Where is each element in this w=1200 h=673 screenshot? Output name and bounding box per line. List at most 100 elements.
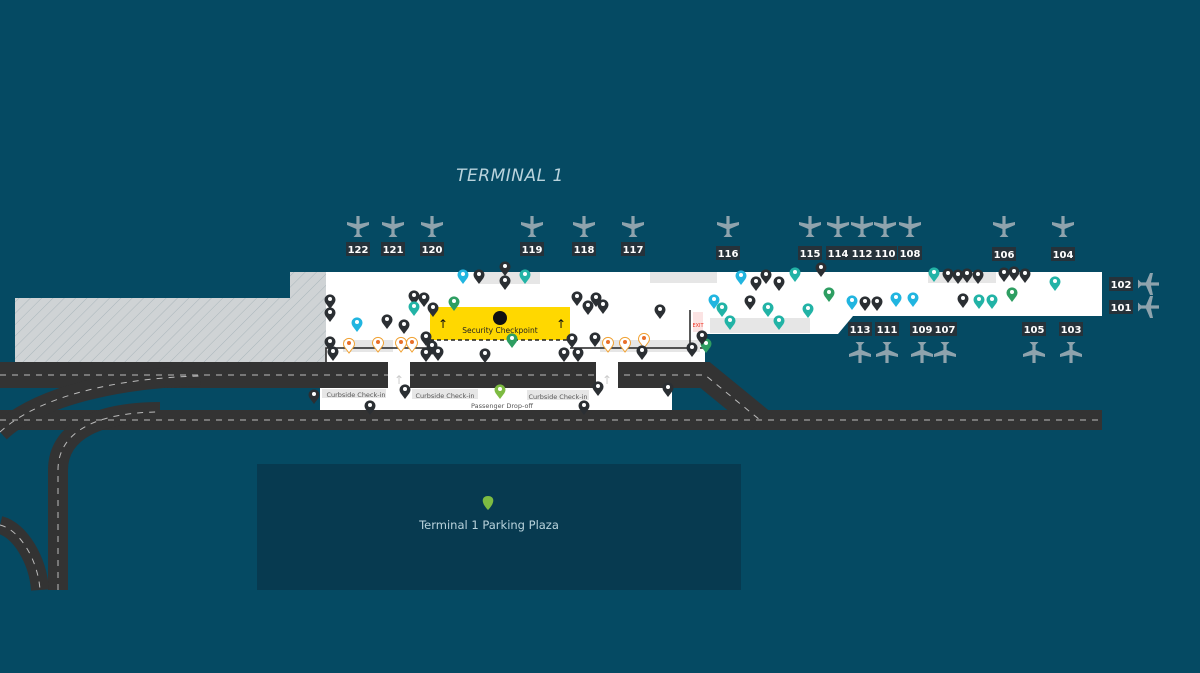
poi-pin-icon[interactable]	[1008, 266, 1020, 281]
gate-122[interactable]: 122	[346, 216, 370, 256]
poi-pin-icon[interactable]	[597, 299, 609, 314]
poi-pin-icon[interactable]	[602, 336, 614, 353]
poi-pin-icon[interactable]	[802, 303, 814, 318]
poi-pin-icon[interactable]	[928, 267, 940, 282]
poi-pin-icon[interactable]	[1049, 276, 1061, 291]
poi-pin-icon[interactable]	[324, 336, 336, 351]
poi-pin-icon[interactable]	[426, 340, 438, 355]
poi-pin-icon[interactable]	[744, 295, 756, 310]
poi-pin-icon[interactable]	[773, 276, 785, 291]
poi-pin-icon[interactable]	[427, 302, 439, 317]
poi-pin-icon[interactable]	[1019, 268, 1031, 283]
gate-104[interactable]: 104	[1051, 216, 1075, 261]
poi-pin-icon[interactable]	[420, 347, 432, 362]
poi-pin-icon[interactable]	[952, 269, 964, 284]
poi-pin-icon[interactable]	[773, 315, 785, 330]
poi-pin-icon[interactable]	[406, 336, 418, 353]
gate-117[interactable]: 117	[621, 216, 645, 256]
poi-pin-icon[interactable]	[957, 293, 969, 308]
poi-pin-icon[interactable]	[473, 269, 485, 284]
poi-pin-icon[interactable]	[571, 291, 583, 306]
poi-pin-icon[interactable]	[364, 400, 376, 415]
gate-110[interactable]: 110	[873, 216, 897, 260]
poi-pin-icon[interactable]	[1006, 287, 1018, 302]
poi-pin-icon[interactable]	[448, 296, 460, 311]
poi-pin-icon[interactable]	[972, 269, 984, 284]
poi-pin-icon[interactable]	[506, 333, 518, 348]
gate-101[interactable]: 101	[1109, 296, 1159, 318]
poi-pin-icon[interactable]	[499, 261, 511, 276]
poi-pin-icon[interactable]	[654, 304, 666, 319]
poi-pin-icon[interactable]	[372, 336, 384, 353]
poi-pin-icon[interactable]	[381, 314, 393, 329]
poi-pin-icon[interactable]	[789, 267, 801, 282]
poi-pin-icon[interactable]	[398, 319, 410, 334]
gate-103[interactable]: 103	[1059, 322, 1083, 363]
gate-105[interactable]: 105	[1022, 322, 1046, 363]
poi-pin-icon[interactable]	[494, 384, 506, 399]
poi-pin-icon[interactable]	[343, 337, 355, 354]
gate-116[interactable]: 116	[716, 216, 740, 260]
poi-pin-icon[interactable]	[457, 269, 469, 284]
poi-pin-icon[interactable]	[619, 336, 631, 353]
gate-112[interactable]: 112	[850, 216, 874, 260]
poi-pin-icon[interactable]	[308, 389, 320, 404]
poi-pin-icon[interactable]	[636, 345, 648, 360]
poi-pin-icon[interactable]	[762, 302, 774, 317]
poi-pin-icon[interactable]	[324, 307, 336, 322]
gate-106[interactable]: 106	[992, 216, 1016, 261]
poi-pin-icon[interactable]	[558, 347, 570, 362]
gate-121[interactable]: 121	[381, 216, 405, 256]
poi-pin-icon[interactable]	[408, 301, 420, 316]
gate-119[interactable]: 119	[520, 216, 544, 256]
poi-pin-icon[interactable]	[871, 296, 883, 311]
poi-pin-icon[interactable]	[942, 268, 954, 283]
poi-pin-icon[interactable]	[859, 296, 871, 311]
security-checkpoint[interactable]: ↑ ↑ Security Checkpoint	[430, 307, 570, 341]
poi-pin-icon[interactable]	[986, 294, 998, 309]
poi-pin-icon[interactable]	[815, 262, 827, 277]
poi-pin-icon[interactable]	[399, 384, 411, 399]
poi-pin-icon[interactable]	[750, 276, 762, 291]
poi-pin-icon[interactable]	[708, 294, 720, 309]
poi-pin-icon[interactable]	[395, 336, 407, 353]
poi-pin-icon[interactable]	[566, 333, 578, 348]
gate-108[interactable]: 108	[898, 216, 922, 260]
poi-pin-icon[interactable]	[724, 315, 736, 330]
poi-pin-icon[interactable]	[418, 292, 430, 307]
poi-pin-icon[interactable]	[590, 292, 602, 307]
gate-107[interactable]: 107	[933, 322, 957, 363]
gate-113[interactable]: 113	[848, 322, 872, 363]
poi-pin-icon[interactable]	[998, 267, 1010, 282]
poi-pin-icon[interactable]	[592, 381, 604, 396]
parking-plaza[interactable]	[257, 464, 741, 590]
poi-pin-icon[interactable]	[499, 275, 511, 290]
poi-pin-icon[interactable]	[324, 294, 336, 309]
poi-pin-icon[interactable]	[846, 295, 858, 310]
poi-pin-icon[interactable]	[479, 348, 491, 363]
poi-pin-icon[interactable]	[572, 347, 584, 362]
poi-pin-icon[interactable]	[582, 300, 594, 315]
gate-118[interactable]: 118	[572, 216, 596, 256]
poi-pin-icon[interactable]	[890, 292, 902, 307]
gate-109[interactable]: 109	[910, 322, 934, 363]
poi-pin-icon[interactable]	[327, 346, 339, 361]
poi-pin-icon[interactable]	[638, 332, 650, 349]
poi-pin-icon[interactable]	[662, 382, 674, 397]
poi-pin-icon[interactable]	[432, 346, 444, 361]
gate-120[interactable]: 120	[420, 216, 444, 256]
poi-pin-icon[interactable]	[973, 294, 985, 309]
poi-pin-icon[interactable]	[735, 270, 747, 285]
poi-pin-icon[interactable]	[686, 342, 698, 357]
gate-115[interactable]: 115	[798, 216, 822, 260]
gate-114[interactable]: 114	[826, 216, 850, 260]
poi-pin-icon[interactable]	[578, 400, 590, 415]
gate-111[interactable]: 111	[875, 322, 899, 363]
poi-pin-icon[interactable]	[907, 292, 919, 307]
poi-pin-icon[interactable]	[519, 269, 531, 284]
poi-pin-icon[interactable]	[961, 268, 973, 283]
poi-pin-icon[interactable]	[696, 330, 708, 345]
poi-pin-icon[interactable]	[823, 287, 835, 302]
poi-pin-icon[interactable]	[589, 332, 601, 347]
